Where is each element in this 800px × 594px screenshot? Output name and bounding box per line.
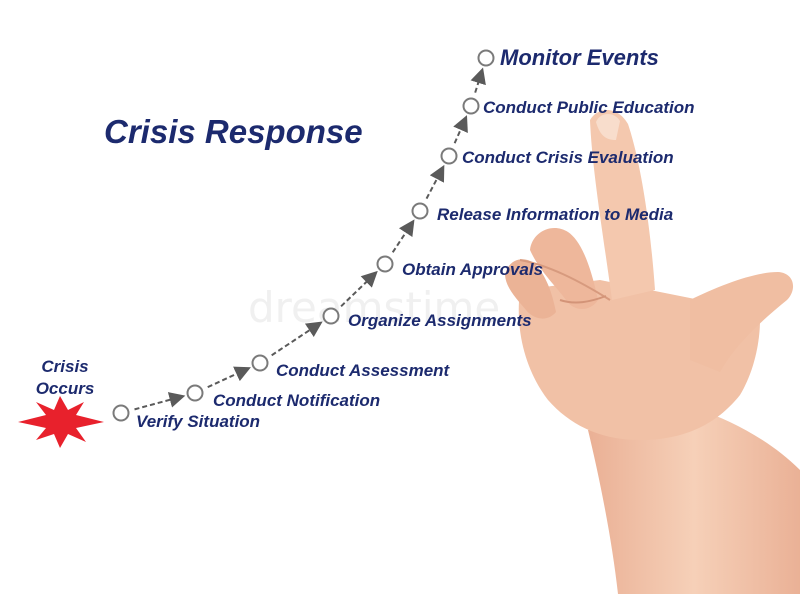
flow-arrow [134, 392, 186, 411]
flow-arrow [425, 164, 445, 200]
step-node-icon [112, 404, 130, 422]
watermark: dreamstime [248, 283, 501, 332]
step-node-icon [322, 307, 340, 325]
step-label: Obtain Approvals [402, 260, 544, 279]
step-label: Conduct Crisis Evaluation [462, 148, 674, 167]
step-node-icon [186, 384, 204, 402]
step-label: Conduct Public Education [483, 98, 695, 117]
step-node-icon [411, 202, 429, 220]
step-label: Conduct Notification [213, 391, 381, 410]
crisis-label-line1: Crisis [41, 357, 89, 376]
step-node-icon [376, 255, 394, 273]
crisis-label-line2: Occurs [35, 379, 95, 398]
step-node-icon [477, 49, 495, 67]
step-label: Conduct Assessment [276, 361, 450, 380]
flow-arrow [340, 270, 378, 308]
flow-arrow [271, 321, 323, 357]
flow-arrow [207, 366, 251, 389]
step-label: Organize Assignments [348, 311, 532, 330]
crisis-burst-icon [18, 396, 104, 448]
step-node-icon [462, 97, 480, 115]
flow-arrow [470, 67, 486, 93]
step-node-icon [251, 354, 269, 372]
step-node-icon [440, 147, 458, 165]
flow-arrow [391, 219, 415, 253]
step-label: Verify Situation [136, 412, 261, 431]
step-label: Monitor Events [500, 45, 659, 70]
step-label: Release Information to Media [437, 205, 674, 224]
diagram-title: Crisis Response [104, 113, 363, 150]
crisis-occurs-label: Crisis Occurs [30, 356, 100, 400]
flow-arrow [453, 115, 468, 144]
